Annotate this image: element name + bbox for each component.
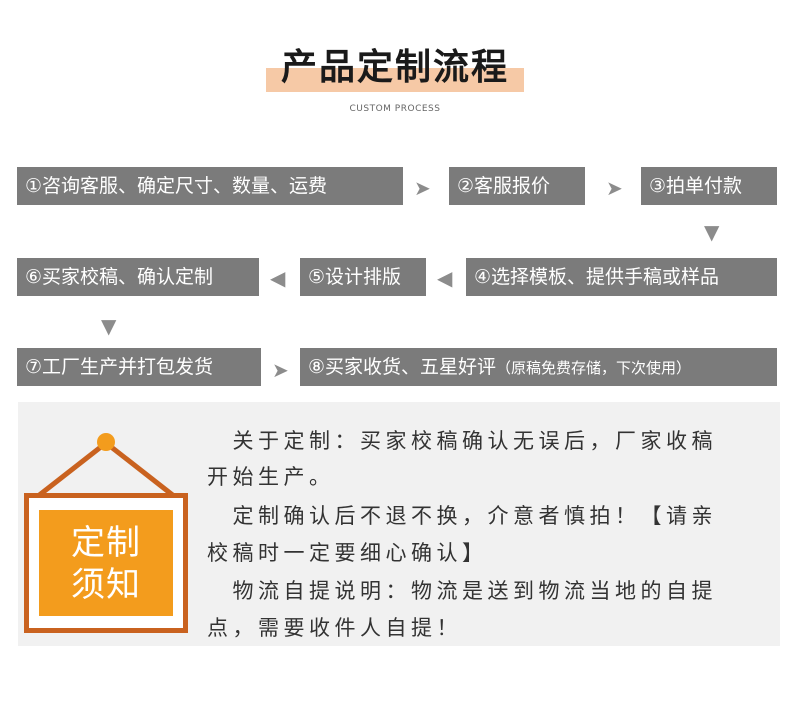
step-4-template: ④选择模板、提供手稿或样品 — [466, 258, 777, 296]
arrow-right-icon: ➤ — [606, 176, 623, 200]
step-8-note: （原稿免费存储，下次使用） — [496, 359, 692, 377]
title-highlight-bar — [266, 68, 524, 92]
notice-sign: 定制 须知 — [24, 493, 188, 633]
step-7-produce: ⑦工厂生产并打包发货 — [17, 348, 261, 386]
page-subtitle: CUSTOM PROCESS — [349, 104, 441, 114]
arrow-right-icon: ➤ — [272, 358, 289, 382]
arrow-right-icon: ➤ — [414, 176, 431, 200]
notice-text-line: 开始生产。 — [207, 465, 335, 489]
notice-sign-line2: 须知 — [71, 565, 141, 605]
step-3-pay: ③拍单付款 — [641, 167, 777, 205]
step-8-main: ⑧买家收货、五星好评 — [308, 356, 497, 378]
notice-sign-line1: 定制 — [71, 523, 141, 563]
notice-text-line: 关于定制：买家校稿确认无误后，厂家收稿 — [207, 429, 717, 453]
page-title: 产品定制流程 — [280, 47, 509, 88]
step-1-consult: ①咨询客服、确定尺寸、数量、运费 — [17, 167, 403, 205]
notice-text-line: 物流自提说明：物流是送到物流当地的自提 — [207, 579, 717, 603]
step-8-receive: ⑧买家收货、五星好评（原稿免费存储，下次使用） — [300, 348, 777, 386]
step-6-proofread: ⑥买家校稿、确认定制 — [17, 258, 259, 296]
notice-sign-board: 定制 须知 — [39, 510, 173, 616]
step-2-quote: ②客服报价 — [449, 167, 585, 205]
hanging-pin-icon — [97, 433, 115, 451]
arrow-down-icon: ▼ — [101, 314, 117, 338]
notice-text-line: 校稿时一定要细心确认】 — [207, 541, 488, 565]
arrow-down-icon: ▼ — [704, 220, 720, 244]
notice-text-line: 点，需要收件人自提！ — [207, 616, 462, 640]
notice-text-line: 定制确认后不退不换，介意者慎拍！【请亲 — [207, 504, 717, 528]
step-5-design: ⑤设计排版 — [300, 258, 426, 296]
arrow-left-icon: ◀ — [270, 266, 286, 290]
page-header: 产品定制流程 — [0, 40, 790, 100]
arrow-left-icon: ◀ — [437, 266, 453, 290]
